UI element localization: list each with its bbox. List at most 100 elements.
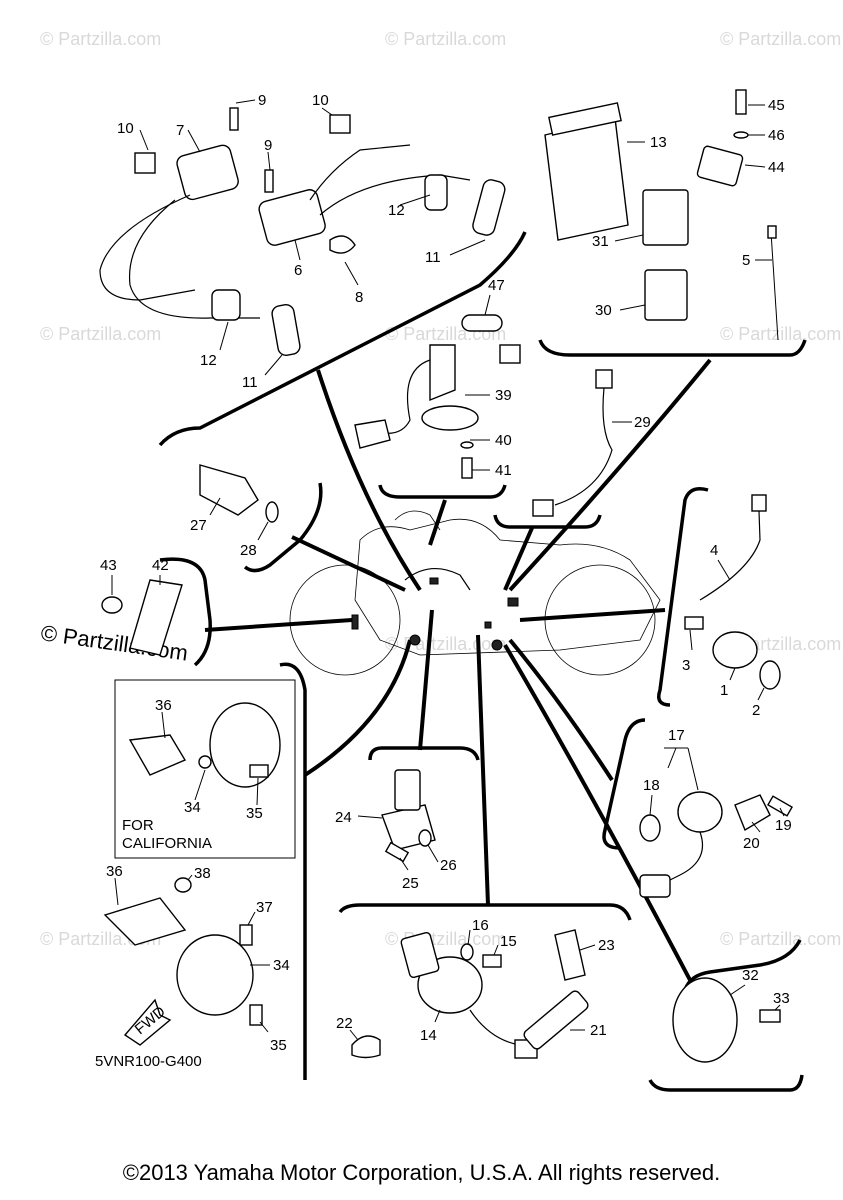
route-sensor-24: [418, 609, 434, 751]
callout-7: 7: [176, 122, 184, 139]
horn-group-bracket: [279, 662, 307, 1080]
callout-18: 18: [643, 777, 660, 794]
washer-16: [460, 943, 474, 961]
ecu-group-bracket: [538, 339, 807, 357]
lead-29-connector-bottom: [532, 499, 554, 517]
cable-tie-5-head: [767, 225, 777, 239]
switch-27: [199, 464, 279, 523]
lead-29-wire: [554, 387, 613, 506]
relay-31: [642, 189, 689, 246]
watermark: © Partzilla.com: [385, 29, 506, 49]
leader: [256, 777, 259, 806]
lead-4-wire: [699, 510, 761, 601]
clip-23: [554, 929, 586, 981]
sender-float: [354, 419, 391, 449]
ignition-coil-6: [258, 189, 326, 246]
reflector-42: [129, 579, 183, 656]
starter-wire: [469, 1009, 521, 1046]
route-ecu: [508, 358, 712, 592]
leader: [235, 99, 256, 104]
callout-9: 9: [264, 137, 272, 154]
leader: [139, 129, 149, 151]
callout-38: 38: [194, 865, 211, 882]
leader: [399, 857, 409, 871]
route-sensor-1: [519, 608, 666, 622]
horn-34: [176, 934, 254, 1016]
route-reflector: [204, 618, 353, 632]
leader: [187, 129, 201, 153]
lead-29-connector-top: [595, 369, 613, 389]
cable-tie-5: [770, 231, 779, 341]
leader: [294, 239, 301, 261]
bolt-25: [384, 841, 410, 863]
group-brackets: [158, 231, 807, 1092]
clip-22: [351, 1035, 381, 1059]
leader: [209, 497, 221, 516]
callout-25: 25: [402, 875, 419, 892]
sensor-1-group: [684, 494, 781, 690]
callout-27: 27: [190, 517, 207, 534]
callout-10: 10: [117, 120, 134, 137]
copyright-notice: ©2013 Yamaha Motor Corporation, U.S.A. A…: [122, 1160, 721, 1185]
callout-28: 28: [240, 542, 257, 559]
watermark: © Partzilla.com: [40, 324, 161, 344]
callout-2: 2: [752, 702, 760, 719]
sender-connector: [499, 344, 521, 364]
leader: [427, 844, 439, 863]
leader: [449, 239, 486, 256]
washer-46: [733, 131, 749, 139]
leader: [493, 944, 499, 956]
route-sender: [428, 499, 447, 546]
callout-43: 43: [100, 557, 117, 574]
horn-32-top-bracket: [683, 939, 802, 991]
callout-4: 4: [710, 542, 718, 559]
leader: [649, 794, 653, 816]
leader: [194, 769, 206, 801]
watermark: © Partzilla.com: [720, 29, 841, 49]
bolt-35-ca: [249, 764, 269, 778]
callout-14: 14: [420, 1027, 437, 1044]
leader: [357, 815, 383, 819]
sensor-location: [484, 621, 492, 629]
coil-location: [429, 577, 439, 585]
ignition-coil-group: [99, 107, 506, 356]
plug-cap-12-right: [424, 174, 448, 211]
callout-12: 12: [388, 202, 405, 219]
plug-cap-11-left: [271, 304, 301, 356]
lead-29: [532, 369, 613, 517]
bolt-41: [461, 457, 473, 479]
callout-47: 47: [488, 277, 505, 294]
callout-23: 23: [598, 937, 615, 954]
gasket-47: [461, 314, 503, 332]
washer-34-ca: [198, 755, 212, 769]
horn-location: [409, 634, 421, 646]
route-horn-32: [503, 643, 692, 981]
ecu-13: [544, 117, 629, 241]
bolt-35: [249, 1004, 263, 1026]
handlebar: [394, 510, 441, 531]
callout-20: 20: [743, 835, 760, 852]
bolt-19: [767, 795, 793, 817]
sensor-17-connector: [639, 874, 671, 898]
ignition-coil-7: [176, 144, 239, 201]
o-ring-26: [418, 829, 432, 847]
callout-11: 11: [425, 249, 441, 266]
bolt-45: [735, 89, 747, 115]
leader: [344, 261, 359, 286]
horn-32-group: [672, 977, 781, 1063]
callout-34: 34: [273, 957, 290, 974]
horn-32-bracket: [648, 1074, 804, 1092]
plug-cap-11-right: [472, 179, 506, 236]
callout-44: 44: [768, 159, 785, 176]
harness-segment: [404, 568, 471, 591]
callout-22: 22: [336, 1015, 353, 1032]
callout-9: 9: [258, 92, 266, 109]
washer-40: [460, 441, 474, 449]
fwd-arrow: [123, 998, 172, 1046]
watermark: © Partzilla.com: [720, 324, 841, 344]
bracket-36: [103, 897, 187, 946]
route-ignition: [316, 369, 422, 592]
callout-1: 1: [720, 682, 728, 699]
horn-group: FWD 5VNR100-G400: [95, 877, 263, 1070]
sensor-17-wire: [659, 831, 704, 886]
